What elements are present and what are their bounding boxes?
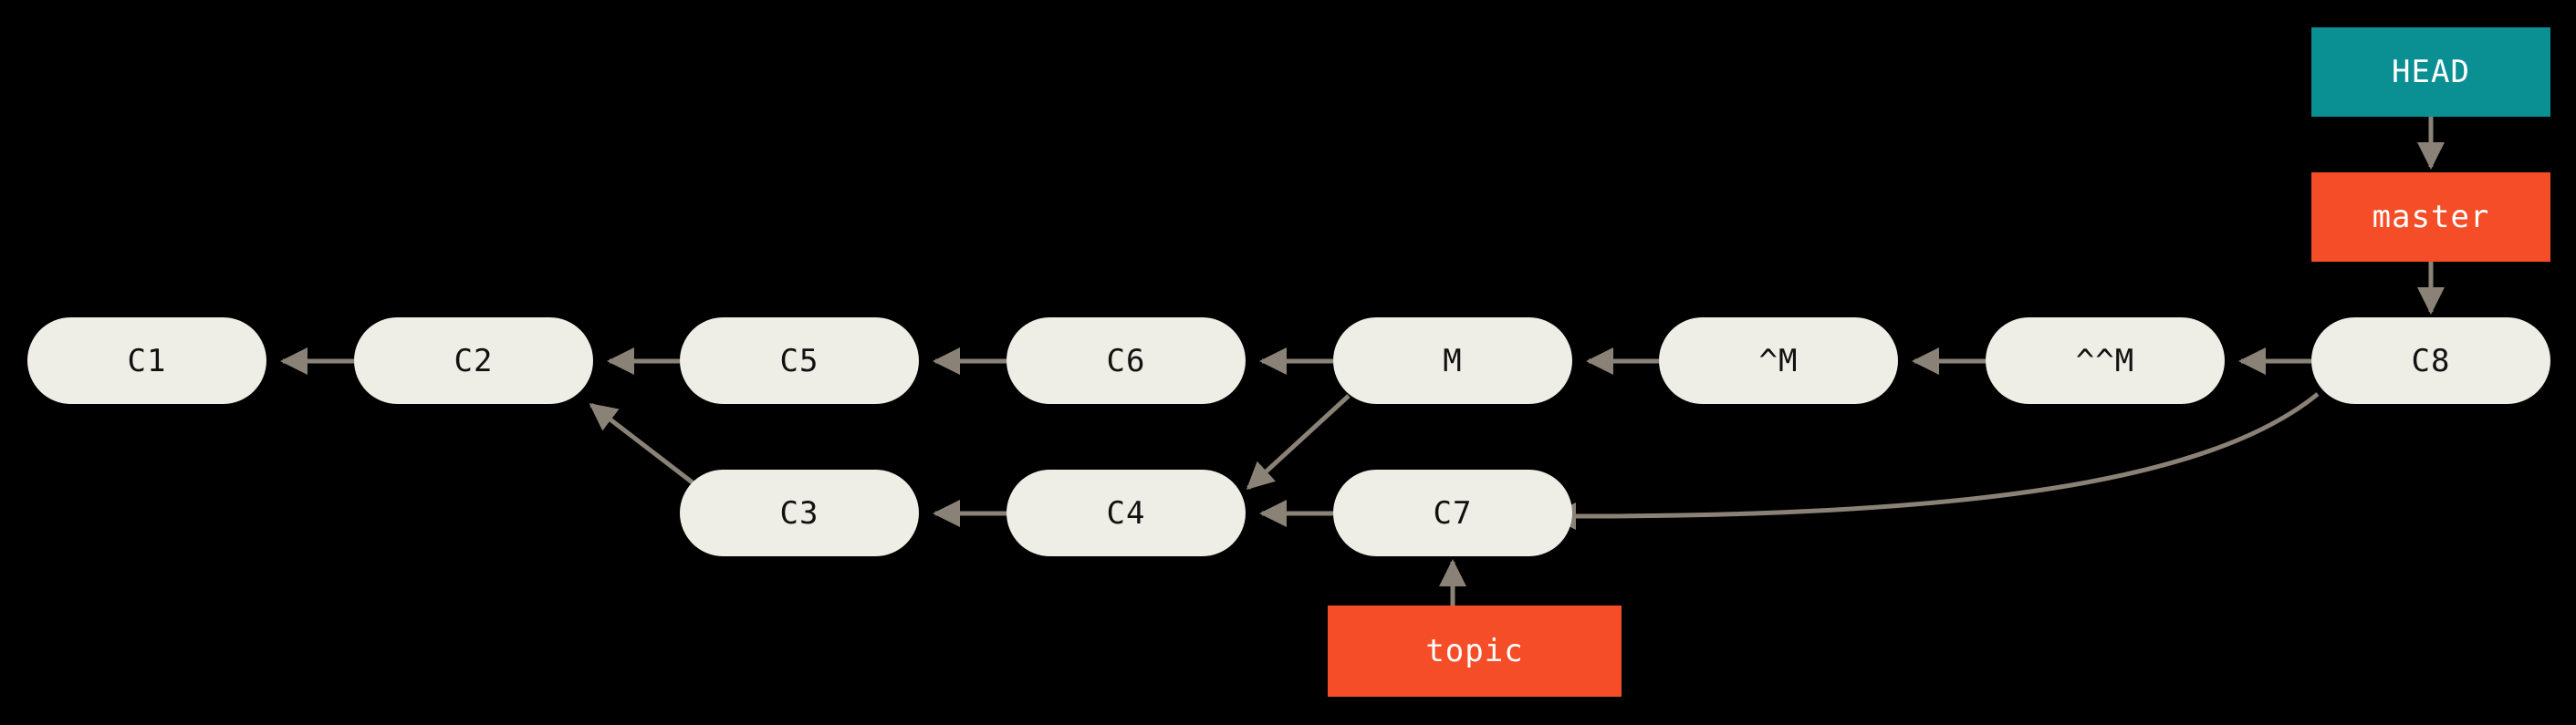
edge-m-to-c4 [1246,394,1351,491]
commit-node-c4[interactable]: C4 [1006,470,1246,556]
commit-node-c3[interactable]: C3 [680,470,919,556]
commit-node-caret-m[interactable]: ^M [1659,317,1898,404]
commit-node-c7[interactable]: C7 [1333,470,1572,556]
commit-label: C6 [1106,342,1146,379]
commit-label: ^M [1758,342,1799,379]
ref-label: master [2372,199,2490,235]
commit-label: C3 [779,494,819,532]
commit-node-c8[interactable]: C8 [2311,317,2550,404]
commit-label: C4 [1106,494,1146,532]
edge-c8-to-c7 [1549,392,2320,530]
edge-c3-to-c2 [589,403,695,485]
commit-node-c1[interactable]: C1 [27,317,266,404]
commit-label: M [1443,342,1463,379]
ref-box-topic[interactable]: topic [1328,606,1622,697]
ref-box-master[interactable]: master [2311,172,2550,262]
commit-label: C1 [127,342,167,379]
ref-label: HEAD [2392,54,2470,90]
ref-box-head[interactable]: HEAD [2311,27,2550,117]
commit-node-c6[interactable]: C6 [1006,317,1246,404]
commit-label: C5 [779,342,819,379]
commit-node-c2[interactable]: C2 [354,317,593,404]
commit-node-c5[interactable]: C5 [680,317,919,404]
commit-label: C8 [2411,342,2451,379]
commit-label: C7 [1433,494,1473,532]
commit-node-m[interactable]: M [1333,317,1572,404]
ref-label: topic [1425,633,1524,669]
commit-node-caret-caret-m[interactable]: ^^M [1986,317,2225,404]
commit-label: C2 [454,342,494,379]
commit-label: ^^M [2075,342,2135,379]
